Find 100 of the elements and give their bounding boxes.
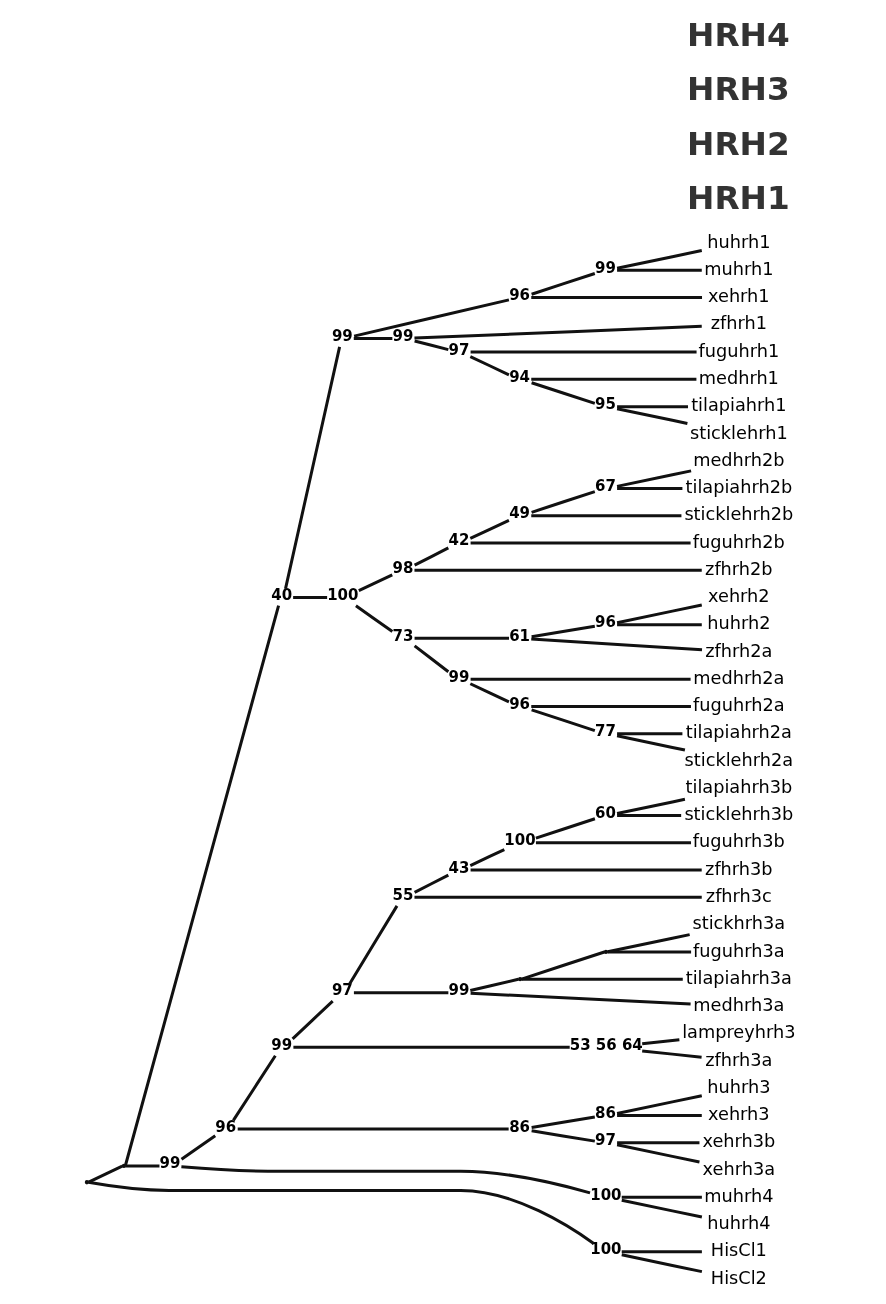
node-label: 55 [392,885,413,904]
connector [470,868,702,872]
connector [616,469,691,488]
node-text: muhrh4 [703,1185,773,1206]
node-text: fuguhrh3b [692,831,785,852]
node-text: HisCl1 [710,1240,767,1261]
connector [616,268,702,272]
node-label: 99 [159,1154,180,1173]
label: HRH2 [686,124,790,163]
node-point [603,949,608,955]
connector [616,1141,699,1145]
node-text: medhrh2b [692,449,785,470]
connector [87,1164,123,1184]
node-label: 100 [503,831,536,850]
connector [616,486,682,490]
connector [616,603,702,625]
label: HRH1 [686,179,790,218]
connector [621,1250,702,1254]
node-label: 94 [508,367,530,386]
connector [530,381,595,405]
connector [616,249,702,270]
connector [530,296,702,300]
node-text: zfhrh2a [704,640,772,661]
node-text: HisCl2 [710,1267,767,1288]
connector [470,677,691,681]
node-text: sticklehrh2a [684,749,793,770]
connector [414,636,509,640]
node-label: 60 [594,804,616,823]
node-label: 96 [594,613,616,632]
node-point [517,977,522,982]
connector [616,1113,702,1117]
connector [530,514,681,518]
connector [413,568,702,572]
node-label: 43 [447,858,469,877]
node-point [84,1180,89,1185]
connector [530,705,691,709]
connector [231,1054,277,1122]
connector [469,518,510,540]
connector [237,1127,509,1131]
connector [530,624,595,639]
node-text: tilapiahrh2b [685,477,792,498]
connector [641,1038,680,1046]
connector [353,991,448,995]
connector [357,573,393,592]
connector [353,336,392,340]
node-text: sticklehrh1 [689,422,788,443]
connector [124,1164,159,1168]
node-text: huhrh3 [706,1076,770,1097]
node-label: 95 [594,395,616,414]
connector [530,272,595,296]
node-text: lampreyhrh3 [681,1022,795,1043]
connector [413,895,702,899]
node-text: medhrh3a [692,995,784,1016]
node-label: 99 [270,1035,292,1054]
connector [616,814,681,818]
node-point [121,1163,126,1169]
node-label: 100 [589,1240,622,1259]
node-text: zfhrh1 [710,313,767,334]
node-text: xehrh1 [707,286,770,307]
connector [530,708,595,732]
connector [469,682,510,704]
node-label: 53 56 64 [569,1035,643,1054]
connector [530,1115,595,1129]
node-text: medhrh1 [698,368,779,388]
node-text: huhrh1 [706,231,770,252]
connector [470,991,691,1006]
connector [413,339,449,352]
connector [620,1198,702,1219]
connector [469,355,510,377]
node-text: tilapiahrh1 [690,395,787,416]
node-text: huhrh4 [706,1213,770,1234]
connector [620,1253,702,1274]
connector [641,1049,702,1059]
connector [616,734,685,752]
connector [616,407,688,425]
node-text: tilapiahrh3a [685,967,792,988]
connector [180,1165,590,1195]
node-label: 99 [331,326,353,345]
node-text: tilapiahrh3b [685,776,792,797]
connector [283,346,341,590]
connector [413,546,449,567]
node-label: 96 [508,286,530,305]
connector [87,1180,595,1245]
node-text: fuguhrh1 [698,340,779,361]
node-text: zfhrh3a [704,1049,772,1070]
node-label: 97 [331,981,353,1000]
connector [413,324,702,340]
node-label: 61 [508,626,530,645]
connector [354,604,393,633]
node-label: 100 [589,1185,622,1204]
node-label: 99 [447,667,469,686]
node-label: 42 [447,531,469,550]
connector [606,933,690,954]
connector [470,350,697,354]
node-label: 99 [447,981,469,1000]
connector [469,977,519,992]
connector [180,1134,216,1161]
label: HRH3 [686,70,790,109]
connector [616,732,682,736]
connector [292,595,327,599]
